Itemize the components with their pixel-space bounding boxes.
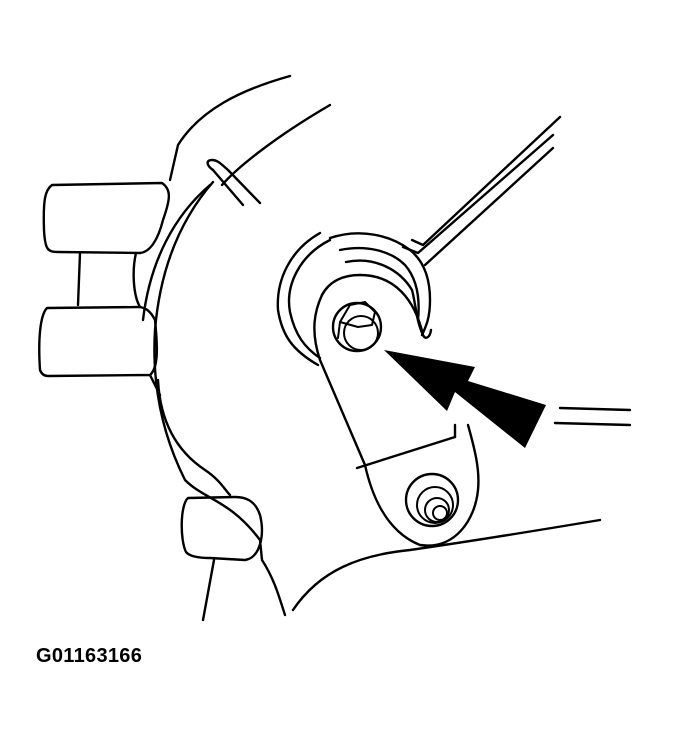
tube bbox=[401, 115, 562, 267]
housing-outline bbox=[141, 74, 602, 617]
callout-arrow bbox=[384, 350, 632, 448]
figure-id-label: G01163166 bbox=[36, 645, 143, 667]
boss bbox=[276, 231, 433, 367]
stud bbox=[404, 472, 460, 528]
bolt bbox=[331, 301, 383, 353]
locating-pin bbox=[206, 158, 262, 207]
mounting-ears bbox=[38, 181, 264, 622]
lever-arm bbox=[313, 293, 480, 547]
